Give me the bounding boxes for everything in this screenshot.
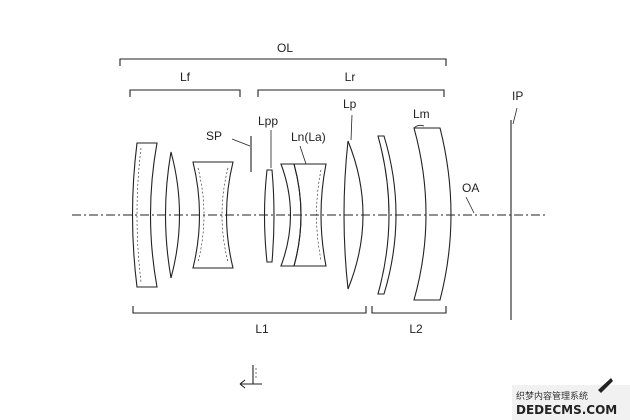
lr-label: Lr	[345, 70, 356, 84]
lm-label: Lm	[413, 107, 430, 121]
l1-label: L1	[255, 322, 269, 336]
lens-ln-la	[293, 163, 327, 267]
watermark-pen-icon	[598, 378, 613, 393]
lens-lf-3-edge-b	[221, 167, 229, 263]
ip-label: IP	[512, 89, 523, 103]
ip-leader-line	[512, 107, 518, 125]
l2-bracket	[371, 306, 447, 314]
watermark-line2: DEDECMS.COM	[516, 403, 617, 417]
oa-leader-line	[465, 196, 475, 214]
lens-lf-2	[164, 151, 181, 279]
ol-bracket	[119, 58, 447, 66]
lpp-label: Lpp	[258, 114, 278, 128]
lp-label: Lp	[343, 97, 357, 111]
watermark-background	[512, 385, 630, 420]
watermark: 织梦内容管理系统 DEDECMS.COM	[512, 378, 630, 420]
oa-label: OA	[462, 181, 479, 195]
watermark-line1: 织梦内容管理系统	[516, 390, 588, 402]
lf-bracket	[129, 89, 241, 97]
lr-bracket	[257, 89, 445, 97]
lens-lf-1	[131, 142, 158, 288]
lens-lm	[413, 127, 452, 301]
l1-bracket	[132, 306, 367, 314]
sp-leader-line	[231, 138, 251, 147]
lm-leader-line	[413, 124, 425, 129]
lens-ln-la-edge	[316, 169, 322, 261]
orientation-arrow-icon	[239, 365, 262, 389]
lens-lpp	[263, 169, 275, 263]
ln-la-label: Ln(La)	[291, 130, 326, 144]
lens-lp	[343, 140, 364, 290]
lp-leader-line	[350, 114, 353, 141]
lens-lf-3-edge-a	[197, 167, 205, 263]
lens-lf-3	[192, 161, 234, 269]
l2-label: L2	[409, 322, 423, 336]
lens-meniscus-l2-front	[377, 135, 397, 295]
ol-label: OL	[277, 41, 293, 55]
ln-la-leader-line	[299, 145, 307, 165]
lf-label: Lf	[180, 70, 191, 84]
sp-label: SP	[206, 129, 222, 143]
